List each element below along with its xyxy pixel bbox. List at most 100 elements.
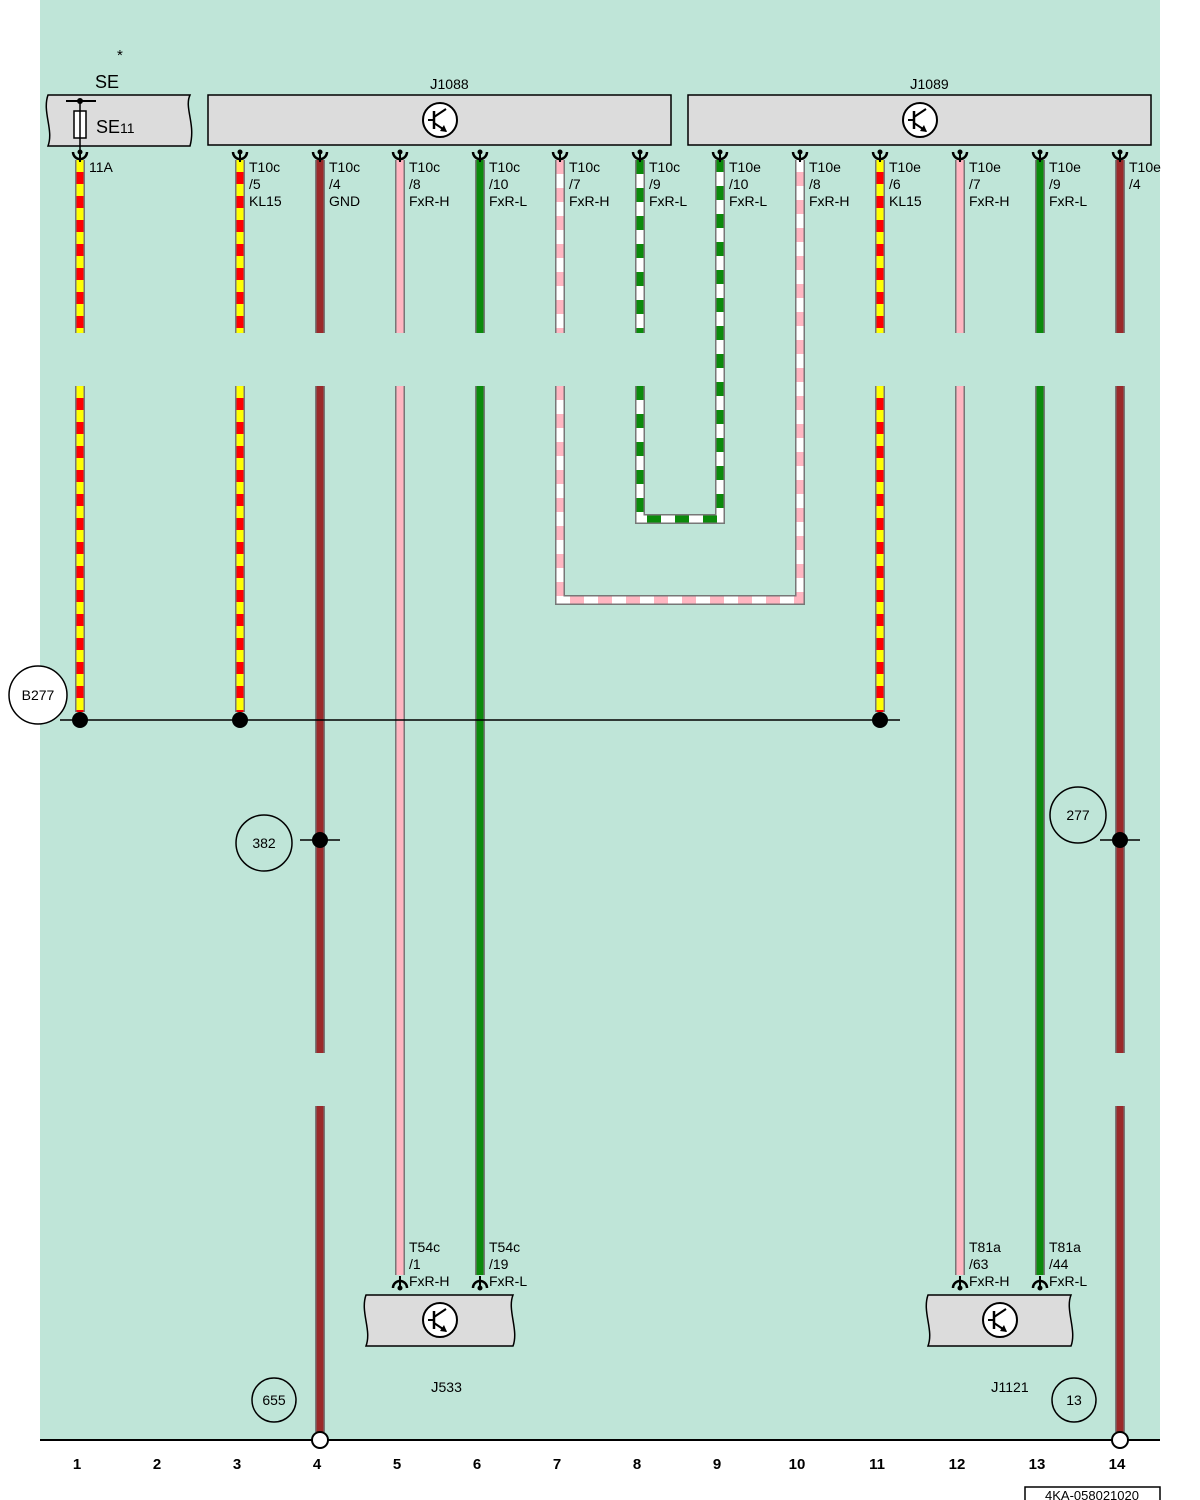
se-label: SE	[95, 72, 119, 92]
top-pin-line: T10e	[809, 159, 841, 175]
connector-top-col8	[631, 149, 649, 162]
se-fuse-sub: 11	[120, 120, 135, 136]
connector-bottom-col12	[951, 1276, 969, 1291]
bottom-pin-line: /19	[489, 1256, 509, 1272]
bottom-pin-line: FxR-H	[969, 1273, 1009, 1289]
j1121-label: J1121	[991, 1379, 1029, 1396]
j533-label: J533	[431, 1379, 462, 1396]
bottom-pin-line: /1	[409, 1256, 421, 1272]
top-pin-line: T10e	[1129, 159, 1161, 175]
bottom-pin-line: /44	[1049, 1256, 1069, 1272]
bottom-pin-line: FxR-L	[1049, 1273, 1087, 1289]
top-pin-line: T10c	[249, 159, 280, 175]
connectors	[71, 149, 1129, 1291]
ref-circle-382	[235, 814, 293, 872]
connector-top-col14	[1111, 149, 1129, 162]
column-number-3: 3	[233, 1456, 241, 1473]
diagram-id-box	[1024, 1486, 1161, 1500]
top-pin-line: /8	[809, 176, 821, 192]
connector-top-col6	[471, 149, 489, 162]
column-number-10: 10	[789, 1456, 806, 1473]
connector-top-col7	[551, 149, 569, 162]
bottom-pin-line: /63	[969, 1256, 989, 1272]
top-pin-line: /6	[889, 176, 901, 192]
ref-circle-13	[1051, 1377, 1097, 1423]
wire-col7-col10-loop	[555, 160, 805, 605]
ref-13-text: 13	[1066, 1392, 1082, 1408]
j1089-label: J1089	[910, 76, 949, 93]
ref-circle-277	[1049, 786, 1107, 844]
j1121-transistor-icon	[982, 1302, 1018, 1338]
j1088-label: J1088	[430, 76, 469, 93]
bottom-pin-line: FxR-L	[489, 1273, 527, 1289]
ref-382-text: 382	[252, 835, 276, 851]
j1121-sub: 1121	[999, 1379, 1029, 1395]
j1121-main: J	[991, 1379, 999, 1396]
column-number-11: 11	[869, 1456, 885, 1473]
connector-top-col10	[791, 149, 809, 162]
top-pin-line: GND	[329, 193, 360, 209]
connector-bottom-col6	[471, 1276, 489, 1291]
column-number-14: 14	[1109, 1456, 1126, 1473]
bottom-pin-line: T54c	[489, 1239, 520, 1255]
connector-top-col12	[951, 149, 969, 162]
column-number-13: 13	[1029, 1456, 1046, 1473]
column-number-2: 2	[153, 1456, 161, 1473]
connector-top-col4	[311, 149, 329, 162]
top-pin-line: FxR-H	[409, 193, 449, 209]
connector-top-col11	[871, 149, 889, 162]
column-number-12: 12	[949, 1456, 966, 1473]
top-pin-line: T10c	[329, 159, 360, 175]
top-pin-line: FxR-L	[649, 193, 687, 209]
wire-col8-col9-loop	[635, 160, 725, 524]
top-pin-label-col14: T10e/4	[1129, 159, 1161, 192]
top-pin-line: /7	[569, 176, 581, 192]
column-number-8: 8	[633, 1456, 641, 1473]
ref-circle-655	[251, 1377, 297, 1423]
ref-277-text: 277	[1066, 807, 1090, 823]
se-pin-label: 11A	[89, 159, 114, 175]
se-fuse-label: SE11	[96, 117, 135, 137]
top-pin-line: /10	[729, 176, 749, 192]
top-pin-line: T10e	[729, 159, 761, 175]
connector-bottom-col5	[391, 1276, 409, 1291]
top-pin-line: KL15	[889, 193, 922, 209]
column-number-5: 5	[393, 1456, 401, 1473]
j1089-transistor-icon	[902, 102, 938, 138]
top-pin-line: /7	[969, 176, 981, 192]
junction-dot-277	[1112, 832, 1128, 848]
j533-main: J	[431, 1379, 439, 1396]
top-pin-line: FxR-H	[569, 193, 609, 209]
j1088-sub: 1088	[438, 76, 469, 92]
bottom-pin-line: FxR-H	[409, 1273, 449, 1289]
top-pin-line: /4	[329, 176, 341, 192]
top-pin-line: T10e	[969, 159, 1001, 175]
diagram-id-text: 4KA-058021020	[1045, 1488, 1139, 1500]
column-number-7: 7	[553, 1456, 561, 1473]
connector-top-col13	[1031, 149, 1049, 162]
j1088-main: J	[430, 76, 438, 93]
column-number-1: 1	[73, 1456, 81, 1473]
connector-bottom-col13	[1031, 1276, 1049, 1291]
ref-b277-text: B277	[22, 687, 55, 703]
junction-dot-col3	[232, 712, 248, 728]
wires	[75, 160, 1125, 1432]
top-pin-line: FxR-L	[489, 193, 527, 209]
top-pin-line: /9	[1049, 176, 1061, 192]
